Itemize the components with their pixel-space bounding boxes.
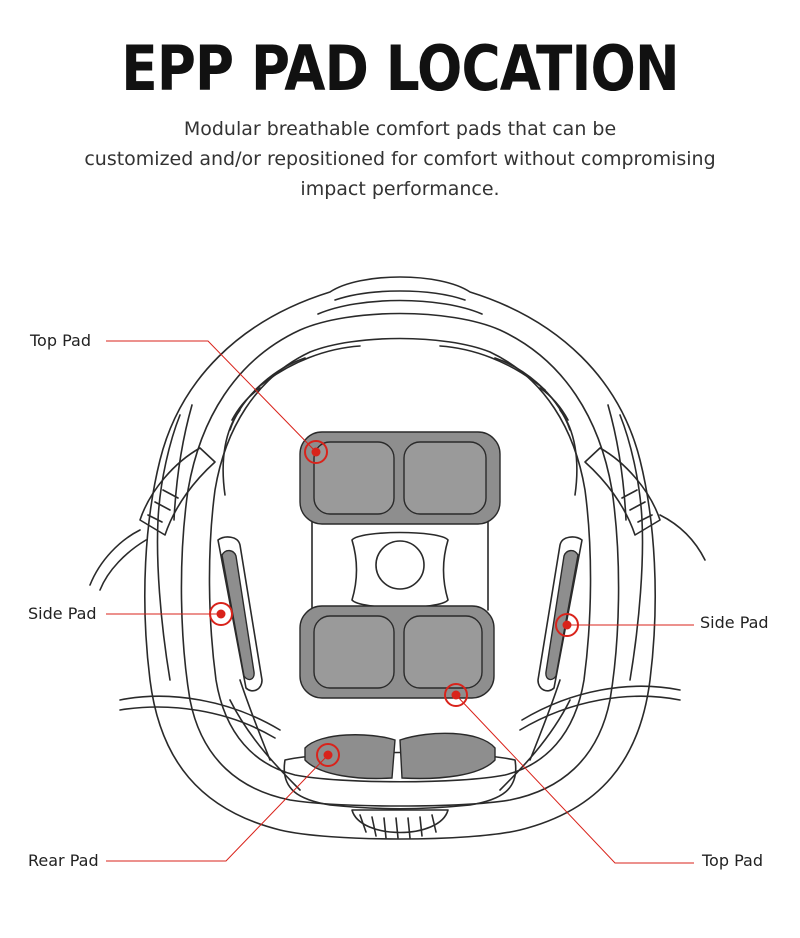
leader-top-pad-lower xyxy=(455,694,694,864)
marker-top-pad-upper xyxy=(304,440,328,464)
label-top-pad-upper: Top Pad xyxy=(30,331,91,350)
leader-lines xyxy=(106,340,694,864)
marker-rear-pad xyxy=(316,743,340,767)
leader-rear-pad xyxy=(106,754,329,862)
page-title: EPP PAD LOCATION xyxy=(121,32,679,105)
label-side-pad-right: Side Pad xyxy=(700,613,769,632)
marker-side-pad-left xyxy=(209,602,233,626)
markers xyxy=(209,440,579,767)
pads xyxy=(221,431,579,780)
label-rear-pad: Rear Pad xyxy=(28,851,99,870)
marker-top-pad-lower xyxy=(444,683,468,707)
page-subtitle: Modular breathable comfort pads that can… xyxy=(60,114,740,204)
helmet-outer-shell xyxy=(144,276,656,840)
rear-pad-right xyxy=(399,732,496,780)
leader-top-pad-upper xyxy=(106,340,317,453)
side-pad-left xyxy=(221,549,255,681)
label-top-pad-lower: Top Pad xyxy=(702,851,763,870)
marker-side-pad-right xyxy=(555,613,579,637)
label-side-pad-left: Side Pad xyxy=(28,604,97,623)
helmet-inner-rim xyxy=(180,312,620,807)
helmet-illustration xyxy=(89,276,706,840)
subtitle-line-3: impact performance. xyxy=(300,178,500,200)
subtitle-line-2: customized and/or repositioned for comfo… xyxy=(84,148,716,170)
rear-pad-left xyxy=(304,734,396,780)
subtitle-line-1: Modular breathable comfort pads that can… xyxy=(183,118,617,140)
